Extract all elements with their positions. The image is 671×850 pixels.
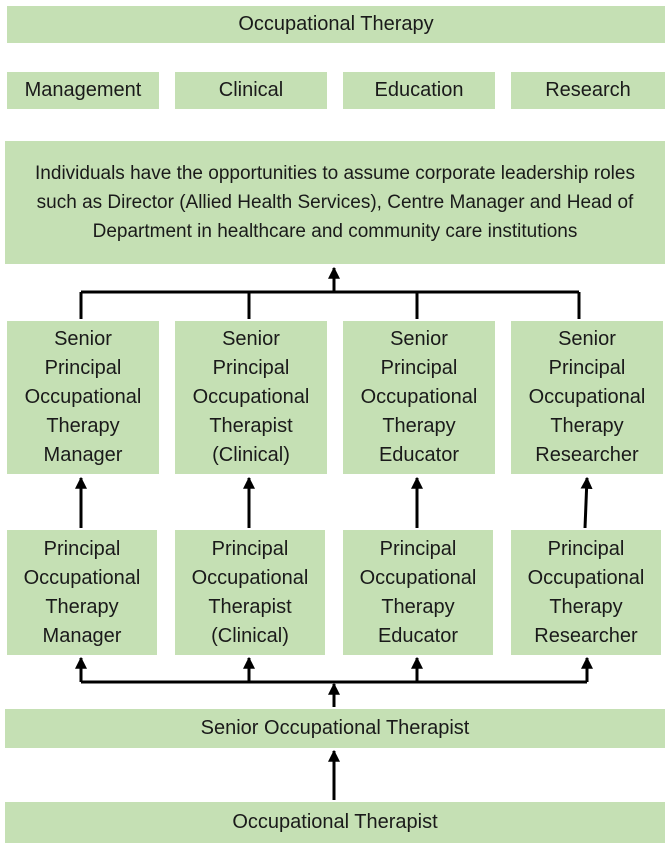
occupational-therapist: Occupational Therapist <box>5 802 665 843</box>
line: Occupational <box>23 566 141 589</box>
track-research: Research <box>511 72 665 109</box>
line: Therapy <box>382 415 456 437</box>
line: Principal <box>548 357 626 379</box>
line: Therapy <box>46 415 120 437</box>
line: Occupational <box>528 386 646 408</box>
senior-principal-ot-researcher: Senior Principal Occupational Therapy Re… <box>511 321 663 474</box>
line: Occupational <box>527 566 645 589</box>
line: Senior <box>390 328 448 350</box>
line: (Clinical) <box>212 444 290 466</box>
principal-ot-educator: Principal Occupational Therapy Educator <box>343 530 493 655</box>
line: Principal <box>44 357 122 379</box>
line: Manager <box>42 624 122 647</box>
line: Educator <box>377 624 459 647</box>
line: Principal <box>43 537 121 560</box>
principal-ot-manager: Principal Occupational Therapy Manager <box>7 530 157 655</box>
line: Occupational <box>192 386 310 408</box>
track-management: Management <box>7 72 159 109</box>
line: Senior <box>222 328 280 350</box>
line: Therapy <box>550 415 624 437</box>
arrow-principal-researcher-up <box>580 476 593 529</box>
line: Researcher <box>534 624 638 647</box>
line: Senior <box>54 328 112 350</box>
senior-principal-ot-educator: Senior Principal Occupational Therapy Ed… <box>343 321 495 474</box>
occupational-therapy-title: Occupational Therapy <box>7 6 665 43</box>
line: (Clinical) <box>211 624 289 647</box>
leadership-roles-box: Individuals have the opportunities to as… <box>5 141 665 264</box>
senior-principal-ot-manager: Senior Principal Occupational Therapy Ma… <box>7 321 159 474</box>
line: Principal <box>379 537 457 560</box>
principal-ot-clinical: Principal Occupational Therapist (Clinic… <box>175 530 325 655</box>
senior-principal-ot-clinical: Senior Principal Occupational Therapist … <box>175 321 327 474</box>
track-clinical: Clinical <box>175 72 327 109</box>
line: Senior <box>558 328 616 350</box>
line: Therapist <box>208 595 292 618</box>
line: Manager <box>43 444 123 466</box>
line: Occupational <box>359 566 477 589</box>
line: Principal <box>212 357 290 379</box>
line: Therapy <box>549 595 623 618</box>
line: Therapy <box>45 595 119 618</box>
line: Principal <box>211 537 289 560</box>
line: Occupational <box>191 566 309 589</box>
line: Therapy <box>381 595 455 618</box>
line: Principal <box>380 357 458 379</box>
senior-occupational-therapist: Senior Occupational Therapist <box>5 709 665 748</box>
line: Therapist <box>209 415 293 437</box>
line: Principal <box>547 537 625 560</box>
principal-ot-researcher: Principal Occupational Therapy Researche… <box>511 530 661 655</box>
line: Occupational <box>24 386 142 408</box>
line: Researcher <box>535 444 639 466</box>
track-education: Education <box>343 72 495 109</box>
line: Educator <box>378 444 460 466</box>
line: Occupational <box>360 386 478 408</box>
